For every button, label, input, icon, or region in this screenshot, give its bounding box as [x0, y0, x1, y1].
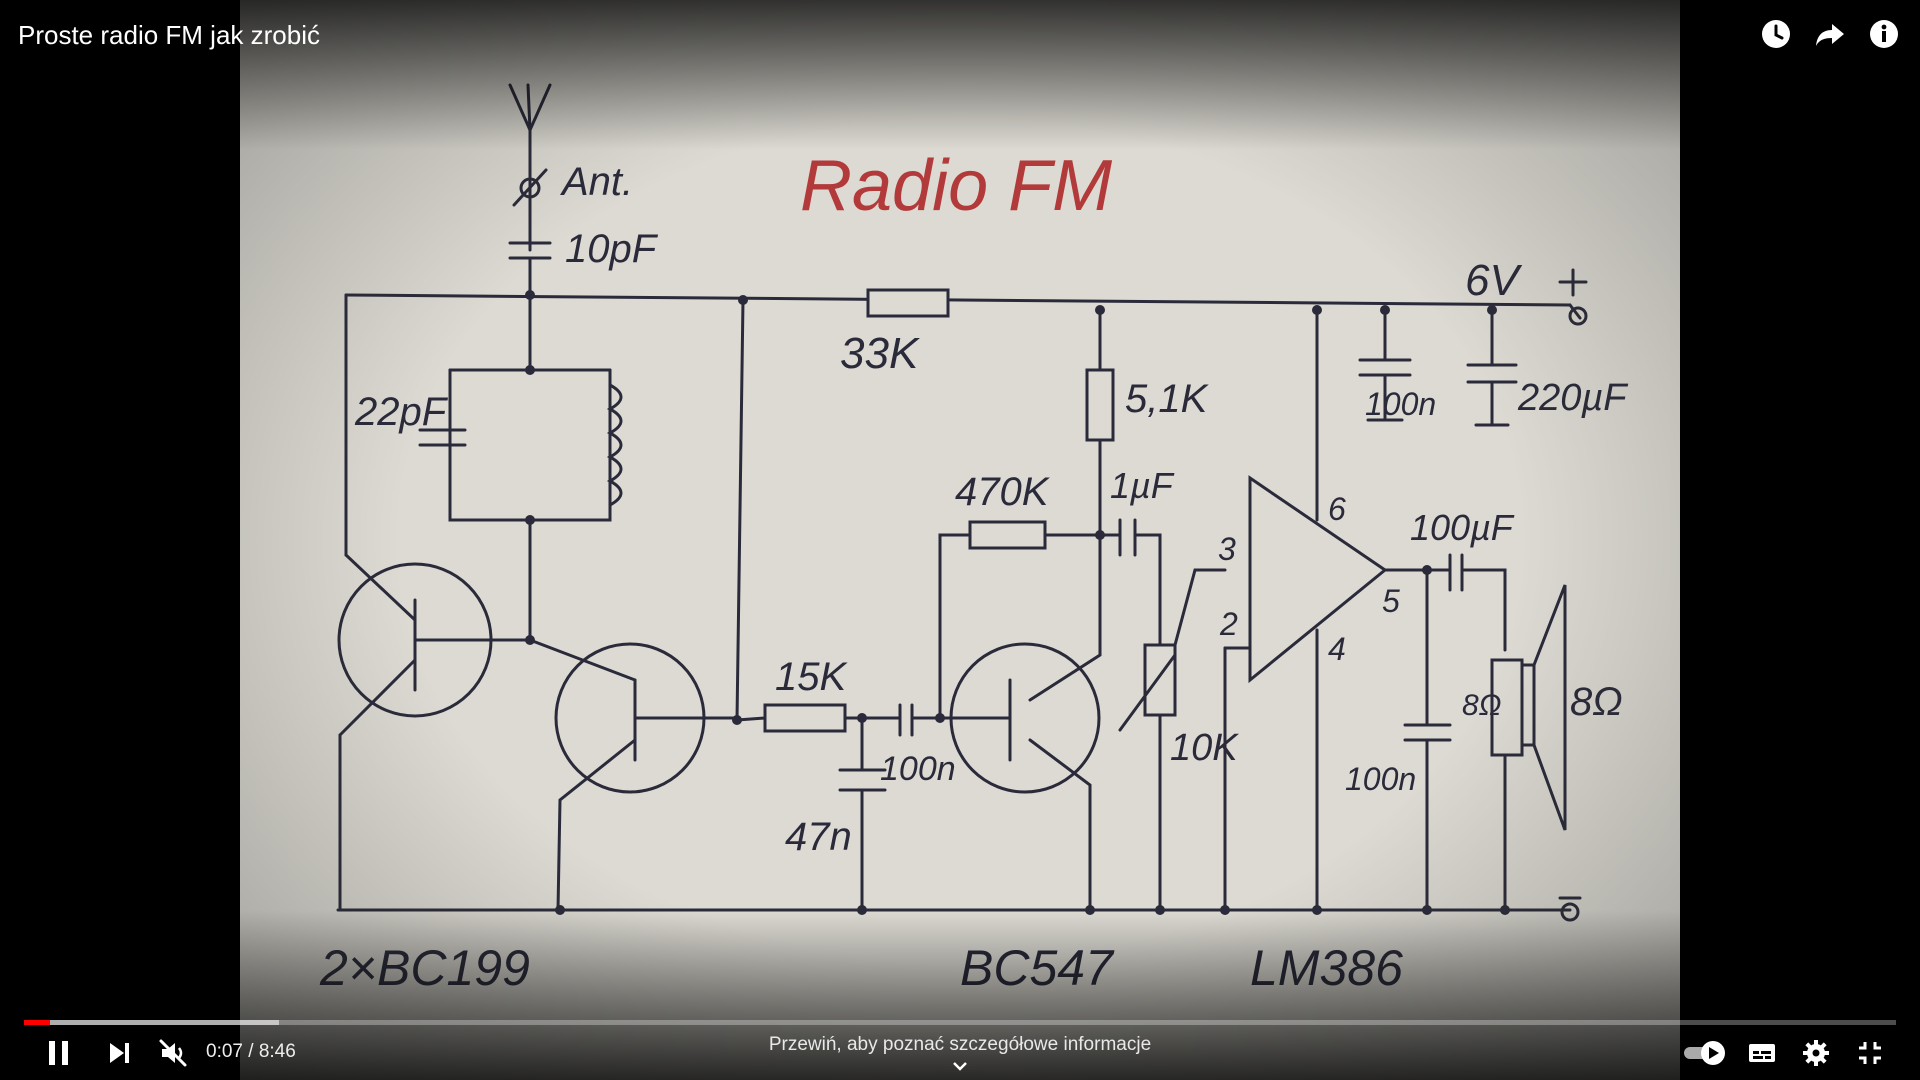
progress-buffered: [24, 1020, 279, 1025]
label-r-15k: 15K: [775, 655, 848, 699]
schematic-title: Radio FM: [800, 146, 1112, 226]
control-bar: [0, 1030, 1920, 1076]
label-r-33k: 33K: [840, 329, 920, 378]
label-c-100uf: 100µF: [1410, 507, 1515, 548]
label-speaker: 8Ω: [1570, 680, 1623, 724]
settings-button[interactable]: [1794, 1030, 1838, 1076]
label-c-100n-a: 100n: [880, 750, 956, 788]
label-c-tank: 22pF: [354, 390, 449, 434]
label-pin4: 4: [1328, 631, 1346, 667]
exit-fullscreen-icon: [1859, 1042, 1881, 1064]
label-antenna: Ant.: [560, 160, 633, 204]
video-title[interactable]: Proste radio FM jak zrobić: [18, 20, 320, 50]
mute-button[interactable]: [152, 1030, 194, 1076]
pause-icon: [49, 1041, 68, 1065]
next-icon: [110, 1043, 129, 1063]
circuit-schematic: Radio FM Ant. 10pF 22pF 6V 33K 5,1K 470K…: [319, 83, 1628, 996]
mute-icon: [159, 1039, 187, 1067]
label-pin2: 2: [1219, 606, 1238, 642]
label-c-47n: 47n: [785, 815, 852, 859]
settings-icon: [1803, 1040, 1829, 1066]
label-c-1uf: 1µF: [1110, 465, 1175, 506]
progress-played: [24, 1020, 50, 1025]
video-frame[interactable]: Radio FM Ant. 10pF 22pF 6V 33K 5,1K 470K…: [240, 0, 1680, 1080]
share-button[interactable]: [1812, 16, 1848, 52]
chevron-down-icon[interactable]: [948, 1058, 972, 1074]
label-r-5k1: 5,1K: [1125, 377, 1210, 421]
label-r-470k: 470K: [955, 470, 1051, 514]
label-part-bc199: 2×BC199: [319, 940, 530, 996]
pause-button[interactable]: [38, 1030, 80, 1076]
subtitles-button[interactable]: [1740, 1030, 1784, 1076]
label-c-100n-supply: 100n: [1365, 386, 1436, 422]
label-supply: 6V: [1465, 256, 1522, 305]
label-pot-10k: 10K: [1170, 727, 1239, 769]
label-part-bc547: BC547: [960, 940, 1115, 996]
watch-later-icon: [1762, 20, 1790, 48]
progress-bar[interactable]: [24, 1020, 1896, 1025]
watch-later-button[interactable]: [1758, 16, 1794, 52]
exit-fullscreen-button[interactable]: [1848, 1030, 1892, 1076]
label-pin3: 3: [1218, 531, 1236, 567]
info-icon: [1870, 20, 1898, 48]
time-display: 0:07 / 8:46: [206, 1041, 296, 1062]
top-controls: [1758, 16, 1902, 52]
label-pin6: 6: [1328, 491, 1346, 527]
info-button[interactable]: [1866, 16, 1902, 52]
label-c-100n-out: 100n: [1345, 761, 1416, 797]
autoplay-toggle-icon: [1684, 1041, 1725, 1065]
seek-hint: Przewiń, aby poznać szczegółowe informac…: [768, 1034, 1152, 1055]
label-c-220uf: 220µF: [1517, 377, 1628, 419]
share-icon: [1816, 24, 1844, 46]
next-button[interactable]: [98, 1030, 140, 1076]
subtitles-icon: [1749, 1044, 1775, 1062]
label-pin5: 5: [1382, 583, 1400, 619]
label-r-8ohm: 8Ω: [1462, 689, 1502, 722]
autoplay-toggle[interactable]: [1680, 1030, 1730, 1076]
label-c-antenna: 10pF: [565, 227, 659, 271]
label-part-lm386: LM386: [1250, 940, 1403, 996]
